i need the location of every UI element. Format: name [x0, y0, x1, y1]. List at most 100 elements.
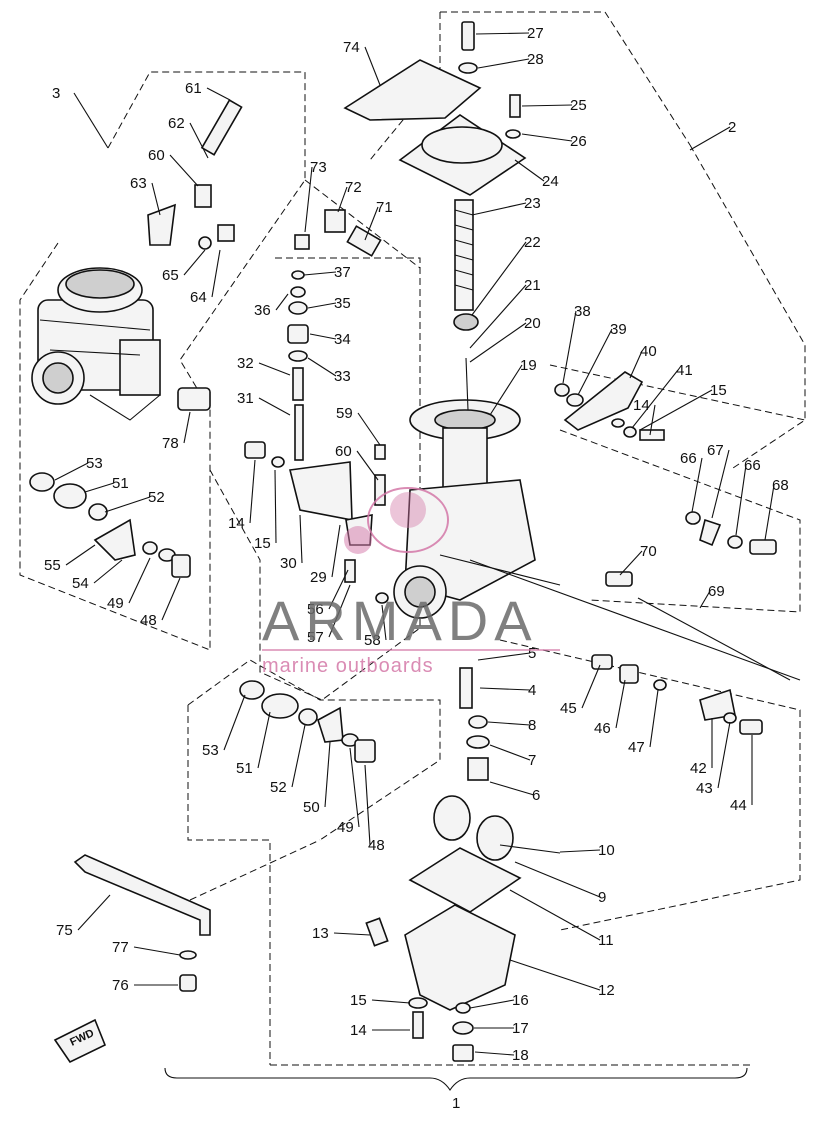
part-label-36: 36	[254, 302, 271, 319]
part-label-9: 9	[598, 889, 606, 906]
part-label-46: 46	[594, 720, 611, 737]
leader-line	[65, 544, 96, 566]
part-label-18: 18	[512, 1047, 529, 1064]
part-label-66: 66	[744, 457, 761, 474]
leader-line	[223, 694, 246, 751]
part-label-42: 42	[690, 760, 707, 777]
leader-line	[381, 604, 387, 641]
leader-line	[151, 182, 161, 216]
part-label-4: 4	[528, 682, 536, 699]
part-label-70: 70	[640, 543, 657, 560]
leader-line	[474, 1051, 515, 1056]
part-label-6: 6	[532, 787, 540, 804]
part-label-23: 23	[524, 195, 541, 212]
leader-line	[364, 206, 379, 241]
part-label-22: 22	[524, 234, 541, 251]
part-label-59: 59	[336, 405, 353, 422]
part-label-51: 51	[236, 760, 253, 777]
part-label-47: 47	[628, 739, 645, 756]
leader-line	[303, 271, 337, 276]
leader-line	[699, 590, 711, 609]
forward-direction-arrow: FWD	[53, 1018, 107, 1064]
part-label-62: 62	[168, 115, 185, 132]
part-label-1: 1	[452, 1095, 460, 1112]
part-label-55: 55	[44, 557, 61, 574]
leader-line	[275, 293, 289, 311]
leader-line	[54, 462, 89, 481]
linkage-parts-left	[147, 99, 382, 411]
part-label-11: 11	[598, 932, 614, 949]
leader-line	[717, 721, 731, 789]
leader-line	[469, 284, 527, 349]
part-label-5: 5	[528, 645, 536, 662]
part-label-45: 45	[560, 700, 577, 717]
part-label-25: 25	[570, 97, 587, 114]
part-label-13: 13	[312, 925, 329, 942]
watermark-tagline: marine outboards	[262, 655, 434, 677]
part-label-16: 16	[512, 992, 529, 1009]
part-label-49: 49	[337, 819, 354, 836]
leader-line	[581, 664, 601, 709]
top-cap-assembly	[343, 21, 527, 411]
part-label-39: 39	[610, 321, 627, 338]
part-label-63: 63	[130, 175, 147, 192]
leader-line	[489, 744, 531, 761]
leader-line	[291, 724, 306, 788]
leader-line	[649, 689, 659, 748]
part-label-76: 76	[112, 977, 129, 994]
part-label-15: 15	[710, 382, 727, 399]
leader-line	[357, 412, 381, 446]
leader-line	[73, 92, 109, 149]
leader-line	[304, 166, 313, 233]
leader-line	[639, 389, 713, 431]
leader-line	[487, 721, 531, 726]
linkage-parts-right	[554, 371, 791, 735]
part-label-3: 3	[52, 85, 60, 102]
part-label-30: 30	[280, 555, 297, 572]
main-carburetor-body	[393, 399, 801, 681]
leader-line	[711, 449, 730, 519]
leader-line	[489, 781, 535, 796]
leader-line	[349, 747, 360, 828]
leader-line	[133, 946, 181, 956]
part-label-78: 78	[162, 435, 179, 452]
leader-line	[619, 550, 643, 576]
part-label-29: 29	[310, 569, 327, 586]
part-label-68: 68	[772, 477, 789, 494]
assembly-brace	[164, 1067, 748, 1091]
leader-line	[631, 369, 679, 429]
leader-line	[615, 679, 626, 729]
leader-line	[356, 450, 379, 481]
part-label-51: 51	[112, 475, 129, 492]
part-label-48: 48	[140, 612, 157, 629]
part-label-10: 10	[598, 842, 615, 859]
part-label-49: 49	[107, 595, 124, 612]
part-label-52: 52	[270, 779, 287, 796]
part-label-15: 15	[350, 992, 367, 1009]
leader-line	[161, 577, 181, 621]
part-label-69: 69	[708, 583, 725, 600]
part-label-53: 53	[202, 742, 219, 759]
part-label-56: 56	[307, 601, 324, 618]
group-outlines	[19, 11, 806, 1066]
leader-line	[514, 861, 601, 898]
part-label-50: 50	[303, 799, 320, 816]
leader-line	[128, 557, 151, 604]
part-label-61: 61	[185, 80, 202, 97]
part-label-73: 73	[310, 159, 327, 176]
leader-line	[691, 457, 703, 513]
part-label-31: 31	[237, 390, 254, 407]
leader-line	[479, 687, 531, 691]
leader-line	[258, 362, 291, 376]
part-label-17: 17	[512, 1020, 529, 1037]
leader-line	[169, 154, 199, 187]
part-label-60: 60	[335, 443, 352, 460]
leader-line	[299, 514, 303, 564]
leader-line	[477, 58, 530, 69]
leader-line	[475, 32, 530, 35]
leader-line	[189, 122, 209, 159]
part-label-20: 20	[524, 315, 541, 332]
leader-line	[328, 584, 351, 638]
part-label-66: 66	[680, 450, 697, 467]
leader-line	[735, 464, 747, 536]
